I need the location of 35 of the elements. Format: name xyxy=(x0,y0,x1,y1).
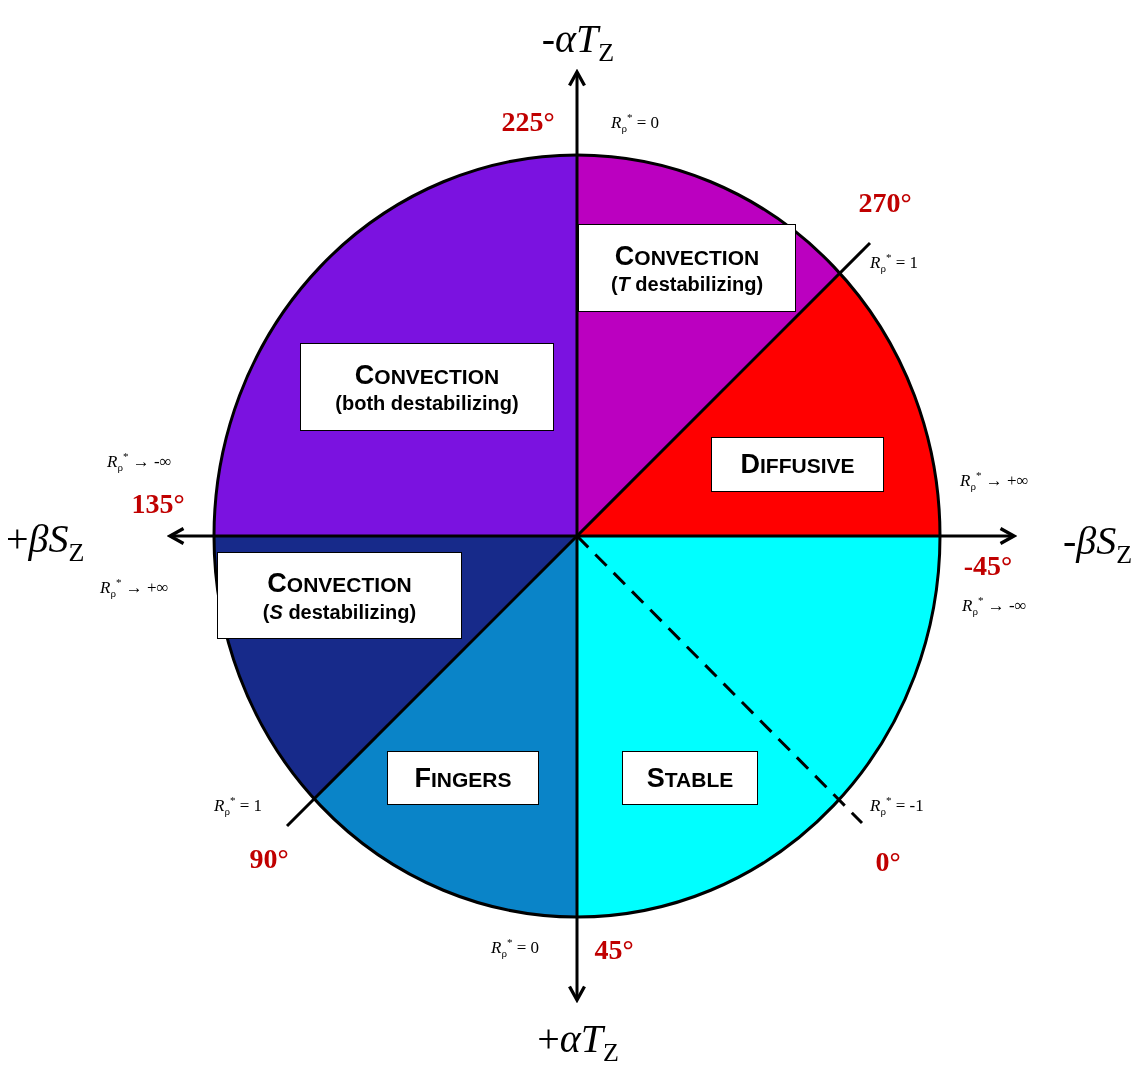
angle-label: 270° xyxy=(858,187,912,219)
angle-label: 45° xyxy=(594,934,634,966)
axis-label: -αT$_{Z}$ xyxy=(541,14,615,62)
region-box xyxy=(711,437,884,492)
region-label: STABLE xyxy=(646,761,734,795)
region-box xyxy=(217,552,462,639)
region-label: DIFFUSIVE xyxy=(740,448,855,481)
region-sublabel: (T destabilizing) xyxy=(610,272,764,297)
angle-label: 0° xyxy=(875,846,901,878)
ratio-label: R$_{ρ}$$^{*}$ = 1 xyxy=(870,253,919,273)
ratio-label: R$_{ρ}$$^{*}$ → -∞ xyxy=(962,596,1027,616)
region-box xyxy=(300,343,554,431)
axis-label: +αT$_{Z}$ xyxy=(537,1014,619,1062)
region-box xyxy=(578,224,796,312)
ratio-label: R$_{ρ}$$^{*}$ = 0 xyxy=(611,113,660,133)
region-label: CONVECTION xyxy=(614,239,760,273)
ratio-label: R$_{ρ}$$^{*}$ → +∞ xyxy=(100,578,169,598)
angle-label: 225° xyxy=(501,106,555,138)
axis-label: +βS$_{Z}$ xyxy=(6,514,85,562)
region-sublabel: (S destabilizing) xyxy=(262,599,417,624)
ratio-label: R$_{ρ}$$^{*}$ → -∞ xyxy=(107,452,172,472)
region-box xyxy=(387,751,539,805)
region-label: CONVECTION xyxy=(354,358,500,392)
angle-label: -45° xyxy=(963,550,1013,582)
ratio-label: R$_{ρ}$$^{*}$ = 1 xyxy=(214,796,263,816)
region-label: FINGERS xyxy=(414,761,512,795)
ratio-label: R$_{ρ}$$^{*}$ = 0 xyxy=(491,938,540,958)
angle-label: 135° xyxy=(131,488,185,520)
ratio-label: R$_{ρ}$$^{*}$ → +∞ xyxy=(960,471,1029,491)
region-box xyxy=(622,751,758,805)
region-sublabel: (both destabilizing) xyxy=(335,391,519,416)
region-label: CONVECTION xyxy=(267,567,412,600)
axis-label: -βS$_{Z}$ xyxy=(1063,516,1133,564)
angle-label: 90° xyxy=(249,843,289,875)
ratio-label: R$_{ρ}$$^{*}$ = -1 xyxy=(870,796,924,816)
